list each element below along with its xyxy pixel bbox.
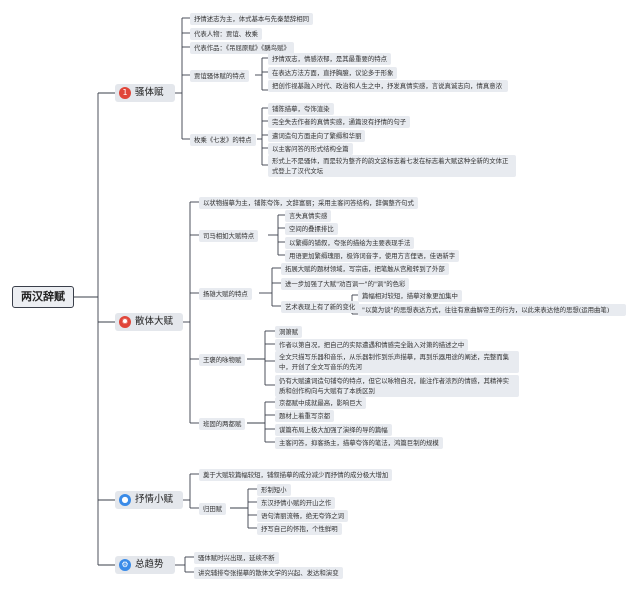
gear-icon: ⚙ [119,559,131,571]
category-saoti[interactable]: 1 骚体赋 [115,84,175,102]
node-subtopic[interactable]: 司马相如大赋特点 [199,230,259,242]
node-text[interactable]: 形制短小 [257,484,291,496]
blue-circle-icon: ● [119,494,131,506]
node-text[interactable]: 全文只描写乐器和音乐，从乐器制作到乐声描摹，再到乐器用途的阐述，完整而集中，开创… [275,351,519,373]
node-text[interactable]: 主客问答，抑客扬主，描摹夸饰的笔法，鸿篇巨制的规模 [275,437,443,449]
node-subtopic[interactable]: 班固的两都赋 [199,418,246,430]
category-label: 总趋势 [135,559,164,570]
node-text[interactable]: 讲究辅排夸张描摹的散体文学的兴起、发达和演变 [194,567,343,579]
node-text[interactable]: 进一步加强了大赋"劝百讽一"的"讽"的色彩 [281,278,410,290]
node-text[interactable]: 用语更加繁缛瑰丽，极饰词音字，使用方言俚语，佳语新字 [285,250,460,262]
node-text[interactable]: 题材上着重写京都 [275,410,335,422]
node-text[interactable]: 言失真情实感 [285,210,332,222]
node-subtopic[interactable]: 枚乘《七发》的特点 [190,134,256,146]
node-subtopic[interactable]: 归田赋 [199,503,227,515]
node-text[interactable]: 仍有大赋遣词造句铺夸的特点，但它以咏物自况，能注作者浓烈的情感，其精神实质和创作… [275,375,519,397]
node-text[interactable]: 洞箫赋 [275,326,303,338]
circle-one-icon: 1 [119,87,131,99]
node-text[interactable]: 代表人物：贾谊、枚乘 [190,28,262,40]
node-text[interactable]: 铺陈描摹，夸饰渲染 [268,103,334,115]
category-label: 骚体赋 [135,87,164,98]
node-text[interactable]: 语句清丽流畅，绝无夸饰之词 [257,510,349,522]
node-text[interactable]: 拓展大赋的题材领域，写宗庙，把笔触从宫殿转到了外部 [281,263,449,275]
sun-icon: ✹ [119,316,131,328]
category-santi[interactable]: ✹ 散体大赋 [115,313,183,331]
node-text[interactable]: 代表作品：《吊屈原赋》《鵩鸟赋》 [190,42,294,54]
node-text[interactable]: 抒情述志为主，体式基本与先秦楚辞相同 [190,13,314,25]
node-text[interactable]: 骚体赋时兴出现，延续不断 [194,552,279,564]
node-subtopic[interactable]: 王褒的咏物赋 [199,354,246,366]
node-text[interactable]: 完全失去作者的真情实感，通篇没有抒情的句子 [268,116,411,128]
category-label: 散体大赋 [135,316,174,327]
node-text[interactable]: 以繁缛的铺叙，夸张的描绘为主要表现手法 [285,237,415,249]
root-node[interactable]: 两汉辞赋 [12,286,74,308]
node-subtopic[interactable]: 扬雄大赋的特点 [199,288,252,300]
category-label: 抒情小赋 [135,494,174,505]
node-text[interactable]: 形式上不是骚体，而是较为整齐的韵文这标志着七发在标志着大赋这种全新的文体正式登上… [268,155,516,177]
node-text[interactable]: 抒情双志，情感浓郁，是其最重要的特点 [268,53,392,65]
node-text[interactable]: 以主客问答的形式结构全篇 [268,143,353,155]
node-text[interactable]: 以状物描摹为主，铺陈夸饰，文辞富丽；采用主客问答结构，辞偶整齐句式 [199,197,418,209]
node-text[interactable]: 空间的叠摞排比 [285,223,338,235]
node-text[interactable]: 在表达方法方面，直抒胸臆，议论多于形象 [268,67,398,79]
node-text[interactable]: 抒写自己的怀抱，个性鲜明 [257,523,342,535]
node-text[interactable]: "以莫为谈"的思想表达方式，往往有意曲解帝王的行为，以此来表达他的思想(运用曲笔… [358,304,626,316]
node-text[interactable]: 遣词造句方面走向了繁缛和华丽 [268,130,366,142]
node-text[interactable]: 把创作视基融入时代、政治和人生之中，抒发真情实感，言说真诚志向，情真意浓 [268,80,508,92]
node-text[interactable]: 奠于大赋较篇幅较短，铺叙描摹的成分减少而抒情的成分极大增加 [199,469,393,481]
node-text[interactable]: 东汉抒情小赋的开山之作 [257,497,336,509]
category-trend[interactable]: ⚙ 总趋势 [115,556,175,574]
node-text[interactable]: 谋篇布局上极大加强了演绎的导的篇幅 [275,424,392,436]
node-subtopic[interactable]: 贾谊骚体赋的特点 [190,70,250,82]
node-text[interactable]: 作者以第自况，把自己的实际遭遇和情感完全融入对箫的描述之中 [275,339,469,351]
node-text[interactable]: 篇幅相对较短，描摹对象更加集中 [358,290,462,302]
node-text[interactable]: 京都赋中成就最高，影响巨大 [275,397,367,409]
category-shuqing[interactable]: ● 抒情小赋 [115,491,183,509]
node-subtopic[interactable]: 艺术表现上有了新的变化 [281,301,360,313]
